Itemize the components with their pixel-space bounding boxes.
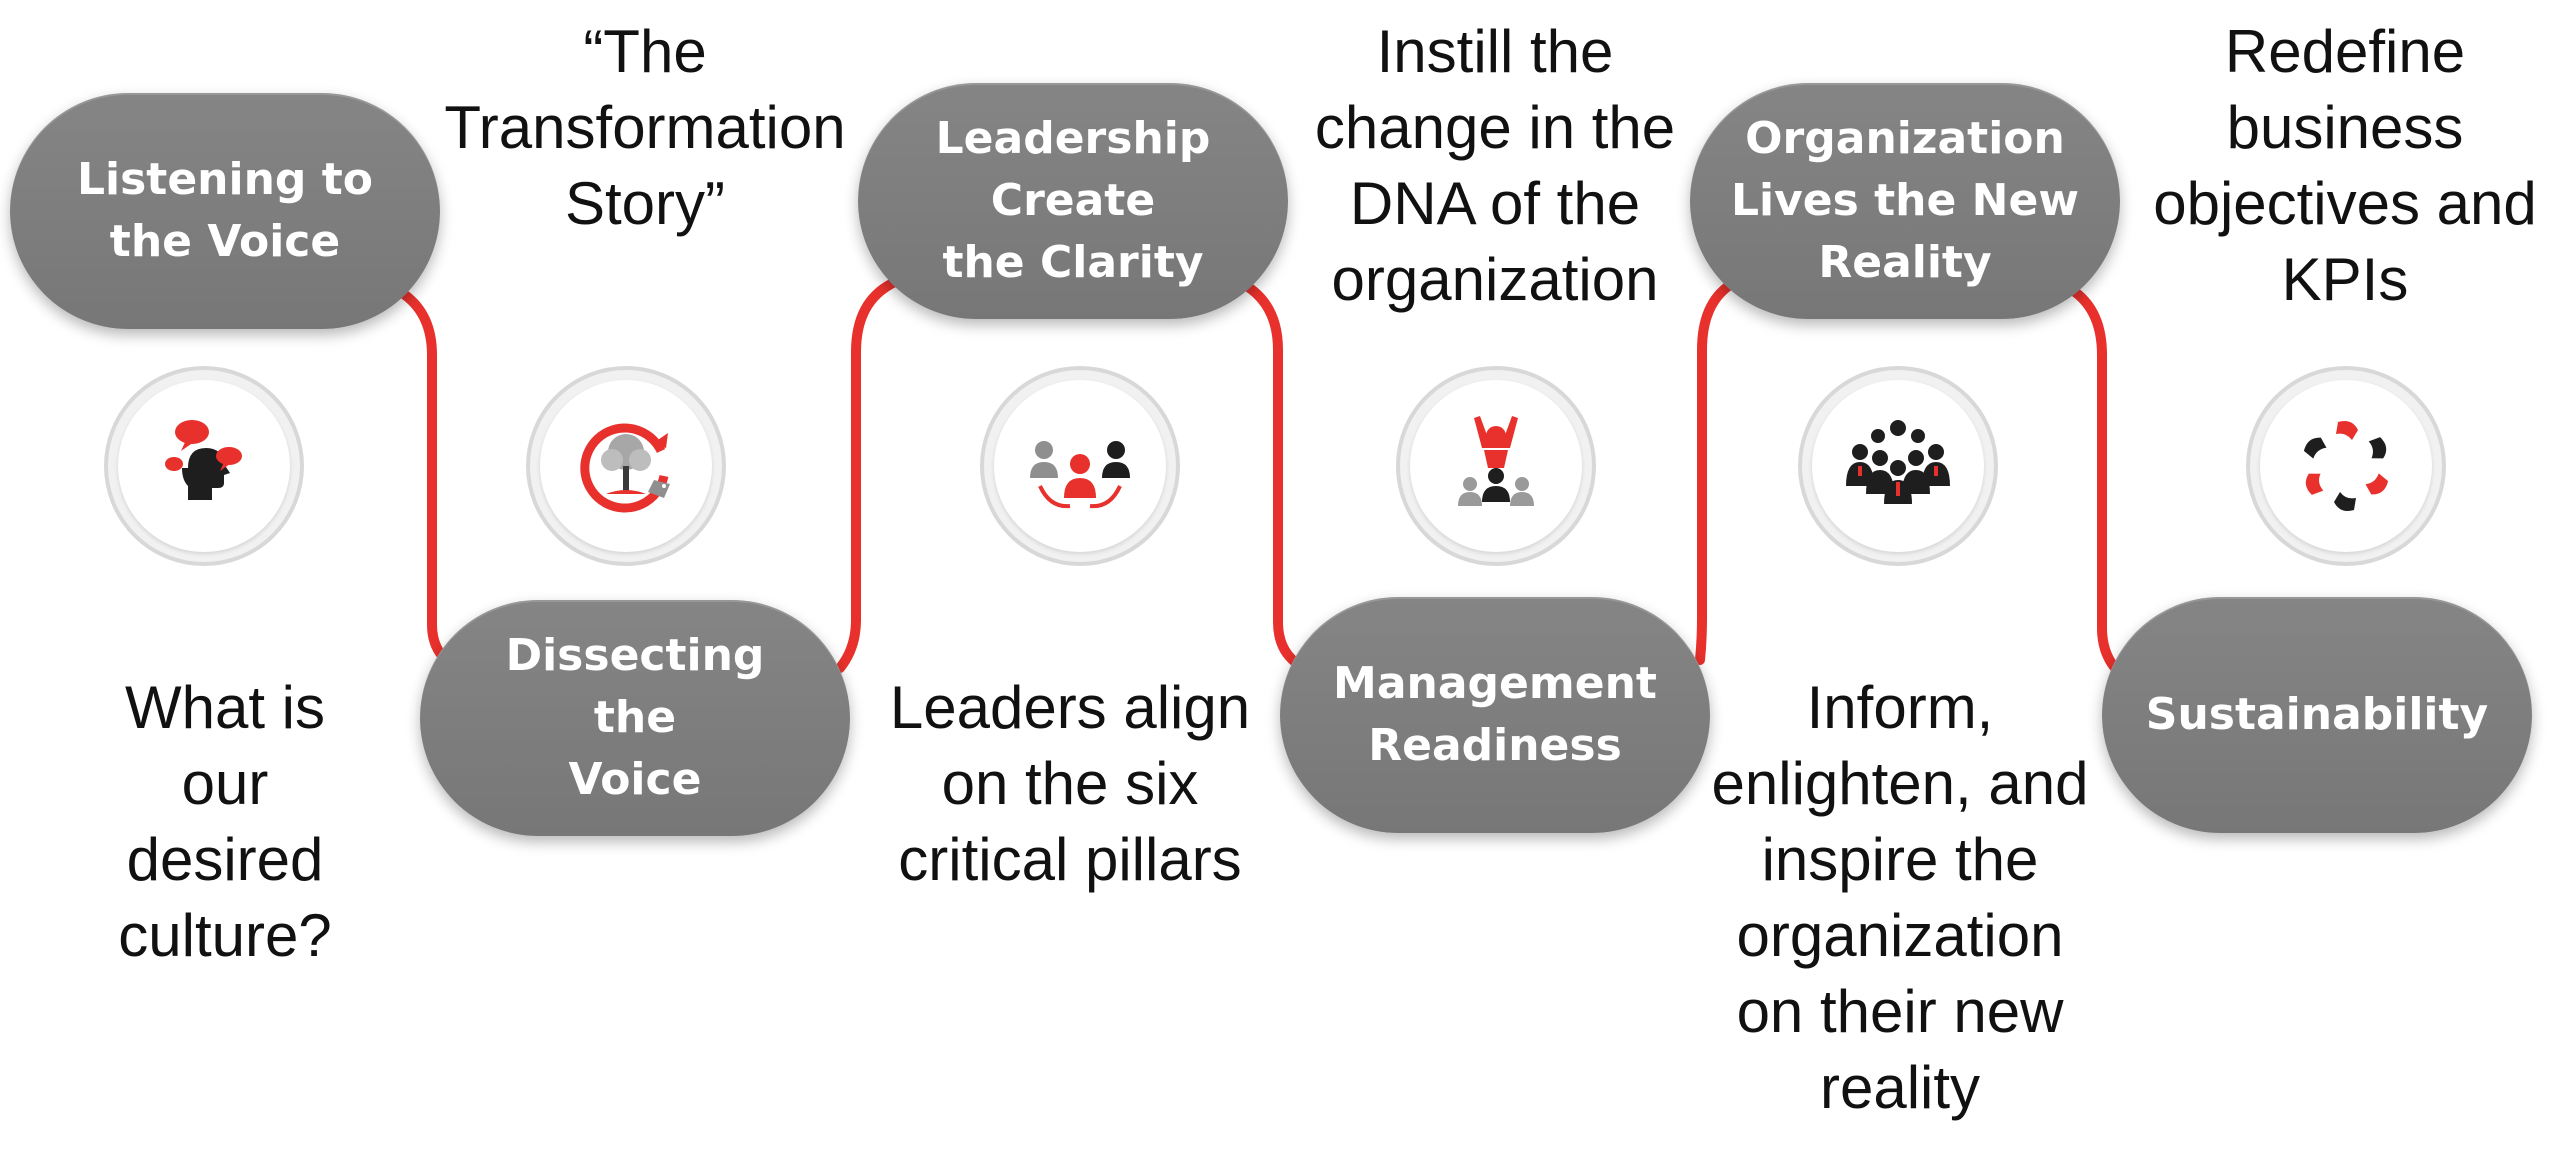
listening-speech-bubbles-icon: [165, 420, 242, 500]
step-pill-management: Management Readiness: [1280, 597, 1710, 833]
step-icon-circle-2: [526, 366, 726, 566]
step-caption-5: Inform, enlighten, and inspire the organ…: [1711, 674, 2089, 1121]
step-pill-dissecting: Dissecting the Voice: [420, 600, 850, 836]
connector-4-5: [1695, 280, 1735, 665]
step-title: Listening to the Voice: [77, 154, 373, 267]
step-pill-listening: Listening to the Voice: [10, 93, 440, 329]
step-icon-circle-5: [1798, 366, 1998, 566]
step-icon-circle-3: [980, 366, 1180, 566]
step-title: Sustainability: [2145, 689, 2489, 740]
step-caption-2: “The Transformation Story”: [444, 18, 846, 237]
connector-3-4: [1240, 280, 1300, 667]
step-caption-6: Redefine business objectives and KPIs: [2153, 18, 2537, 313]
step-title: Leadership Create the Clarity: [935, 113, 1211, 288]
step-icon-circle-4: [1396, 366, 1596, 566]
step-pill-sustainability: Sustainability: [2102, 597, 2532, 833]
connector-1-2: [400, 290, 453, 667]
step-pill-leadership: Leadership Create the Clarity: [858, 83, 1288, 319]
step-caption-3: Leaders align on the six critical pillar…: [889, 674, 1251, 893]
raised-hands-leader-icon: [1458, 416, 1534, 506]
leaders-aligned-group-icon: [1030, 441, 1130, 509]
connector-5-6: [2070, 287, 2120, 673]
organization-crowd-icon: [1846, 420, 1950, 504]
step-icon-circle-1: [104, 366, 304, 566]
step-title: Dissecting the Voice: [505, 630, 765, 805]
step-caption-1: What is our desired culture?: [118, 674, 332, 969]
step-title: Organization Lives the New Reality: [1731, 113, 2079, 288]
step-caption-4: Instill the change in the DNA of the org…: [1314, 18, 1676, 313]
step-title: Management Readiness: [1333, 658, 1657, 771]
step-pill-organization: Organization Lives the New Reality: [1690, 83, 2120, 319]
step-icon-circle-6: [2246, 366, 2446, 566]
joined-hands-circle-icon: [2303, 421, 2389, 511]
connector-2-3: [835, 277, 900, 673]
tree-refresh-cycle-icon: [580, 423, 670, 513]
